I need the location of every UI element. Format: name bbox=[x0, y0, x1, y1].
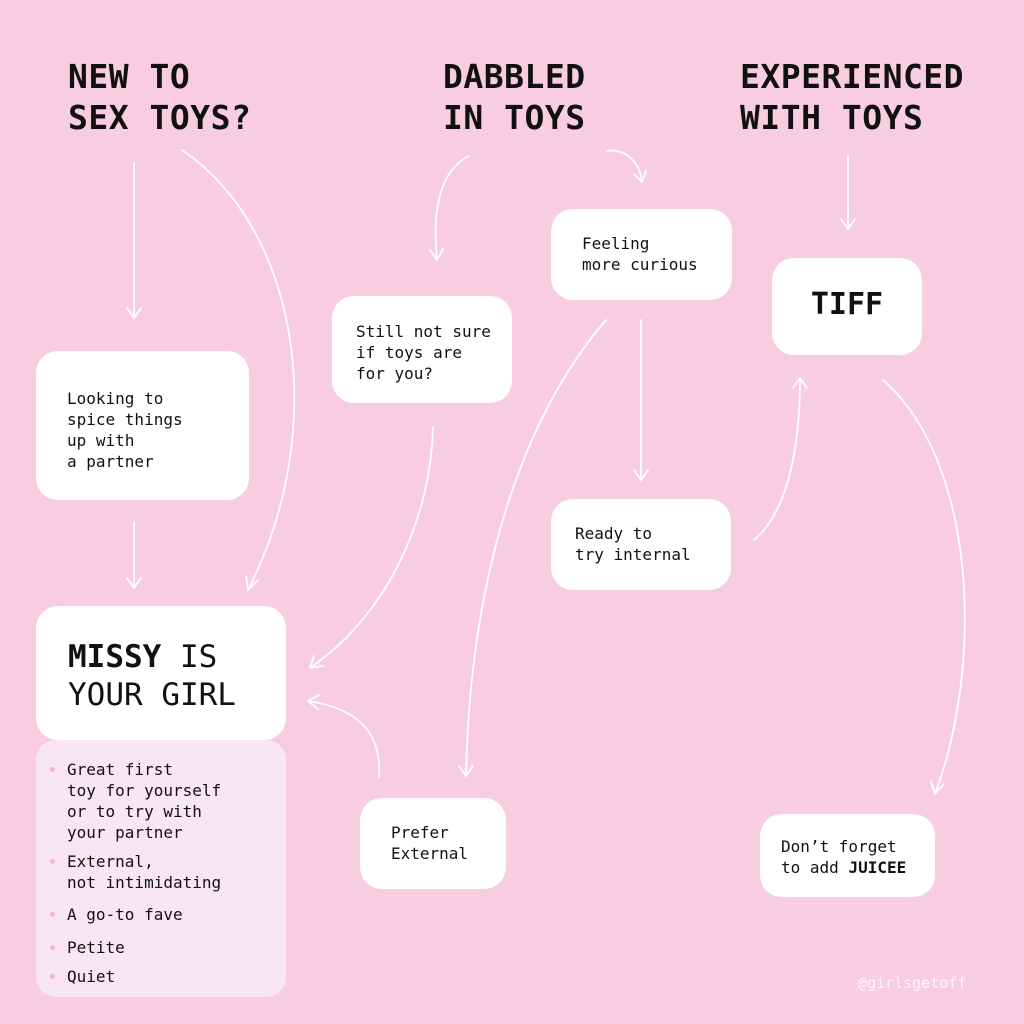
feature-line: Quiet bbox=[67, 967, 116, 986]
tiff-label: TIFF bbox=[810, 287, 884, 322]
juicee-product-name: JUICEE bbox=[848, 858, 907, 877]
arrow-dabbled-to-not-sure bbox=[434, 155, 470, 261]
arrowhead bbox=[429, 248, 444, 261]
node-feeling-curious: Feeling more curious bbox=[551, 209, 732, 300]
arrow-tiff-to-juicee bbox=[882, 379, 966, 795]
node-text-line: if toys are bbox=[356, 343, 462, 362]
arrowhead bbox=[633, 170, 647, 183]
heading-line: WITH TOYS bbox=[740, 98, 924, 137]
node-text-line: more curious bbox=[582, 255, 698, 274]
feature-line: your partner bbox=[67, 823, 183, 842]
heading-new-to-sex-toys: NEW TO SEX TOYS? bbox=[68, 56, 251, 138]
arrowhead bbox=[307, 694, 320, 710]
feature-line: A go-to fave bbox=[67, 905, 183, 924]
arrow-new-to-missy bbox=[181, 149, 296, 591]
node-text-line: Looking to bbox=[67, 389, 164, 408]
feature-item: Great first toy for yourself or to try w… bbox=[50, 759, 222, 843]
arrow-internal-to-tiff bbox=[753, 377, 801, 541]
node-text-line: spice things bbox=[67, 410, 183, 429]
feature-item: External, not intimidating bbox=[50, 851, 222, 893]
node-text-line: Ready to bbox=[575, 524, 653, 543]
heading-line: IN TOYS bbox=[443, 98, 586, 137]
arrowhead bbox=[840, 218, 856, 230]
feature-item: Quiet bbox=[50, 966, 116, 987]
arrow-external-to-missy bbox=[307, 700, 381, 778]
feature-line: Great first bbox=[67, 760, 173, 779]
feature-line: Petite bbox=[67, 938, 125, 957]
node-missy-is-your-girl: MISSY IS YOUR GIRL bbox=[36, 606, 286, 740]
bullet-dot bbox=[50, 912, 55, 917]
arrow-dabbled-to-curious bbox=[606, 149, 643, 183]
feature-line: toy for yourself bbox=[67, 781, 222, 800]
node-text-line: External bbox=[391, 844, 469, 863]
arrowhead bbox=[930, 780, 945, 795]
node-text-line: Feeling bbox=[582, 234, 650, 253]
arrow-not-sure-to-missy bbox=[309, 426, 434, 669]
bullet-dot bbox=[50, 974, 55, 979]
arrow-curious-to-external bbox=[465, 319, 607, 777]
juicee-prefix: to add bbox=[781, 858, 849, 877]
node-text-line: Don’t forget bbox=[781, 837, 897, 856]
node-dont-forget-juicee: Don’t forget to add JUICEE bbox=[760, 814, 935, 897]
bullet-dot bbox=[50, 767, 55, 772]
node-text-line: Prefer bbox=[391, 823, 449, 842]
missy-line-1: MISSY IS bbox=[68, 638, 286, 676]
missy-line-2: YOUR GIRL bbox=[68, 677, 236, 713]
missy-product-name: MISSY bbox=[68, 639, 162, 675]
node-text-line: up with bbox=[67, 431, 135, 450]
feature-line: or to try with bbox=[67, 802, 202, 821]
node-still-not-sure: Still not sure if toys are for you? bbox=[332, 296, 512, 403]
heading-line: DABBLED bbox=[443, 57, 586, 96]
node-text-line: a partner bbox=[67, 452, 154, 471]
feature-item: Petite bbox=[50, 937, 125, 958]
arrowhead bbox=[458, 765, 474, 777]
feature-line: not intimidating bbox=[67, 873, 222, 892]
arrowhead bbox=[633, 469, 649, 481]
node-text-line: Still not sure bbox=[356, 322, 491, 341]
heading-line: NEW TO bbox=[68, 57, 191, 96]
node-text-line: to add JUICEE bbox=[781, 857, 935, 878]
arrowhead bbox=[309, 655, 324, 669]
node-tiff: TIFF bbox=[772, 258, 922, 355]
watermark-handle: @girlsgetoff bbox=[858, 974, 967, 992]
bullet-dot bbox=[50, 945, 55, 950]
heading-dabbled-in-toys: DABBLED IN TOYS bbox=[443, 56, 586, 138]
node-text-line: for you? bbox=[356, 364, 434, 383]
node-ready-internal: Ready to try internal bbox=[551, 499, 731, 590]
arrowhead bbox=[245, 575, 259, 591]
bullet-dot bbox=[50, 859, 55, 864]
feature-item: A go-to fave bbox=[50, 904, 183, 925]
node-prefer-external: Prefer External bbox=[360, 798, 506, 889]
node-spice-things-up: Looking to spice things up with a partne… bbox=[36, 351, 249, 500]
heading-line: EXPERIENCED bbox=[740, 57, 965, 96]
arrowhead bbox=[126, 577, 142, 589]
arrowhead bbox=[126, 307, 142, 319]
missy-features-panel bbox=[36, 740, 286, 997]
missy-is: IS bbox=[161, 639, 218, 675]
node-text-line: try internal bbox=[575, 545, 691, 564]
heading-line: SEX TOYS? bbox=[68, 98, 252, 137]
heading-experienced-with-toys: EXPERIENCED WITH TOYS bbox=[740, 56, 964, 138]
arrowhead bbox=[792, 377, 808, 389]
feature-line: External, bbox=[67, 852, 154, 871]
